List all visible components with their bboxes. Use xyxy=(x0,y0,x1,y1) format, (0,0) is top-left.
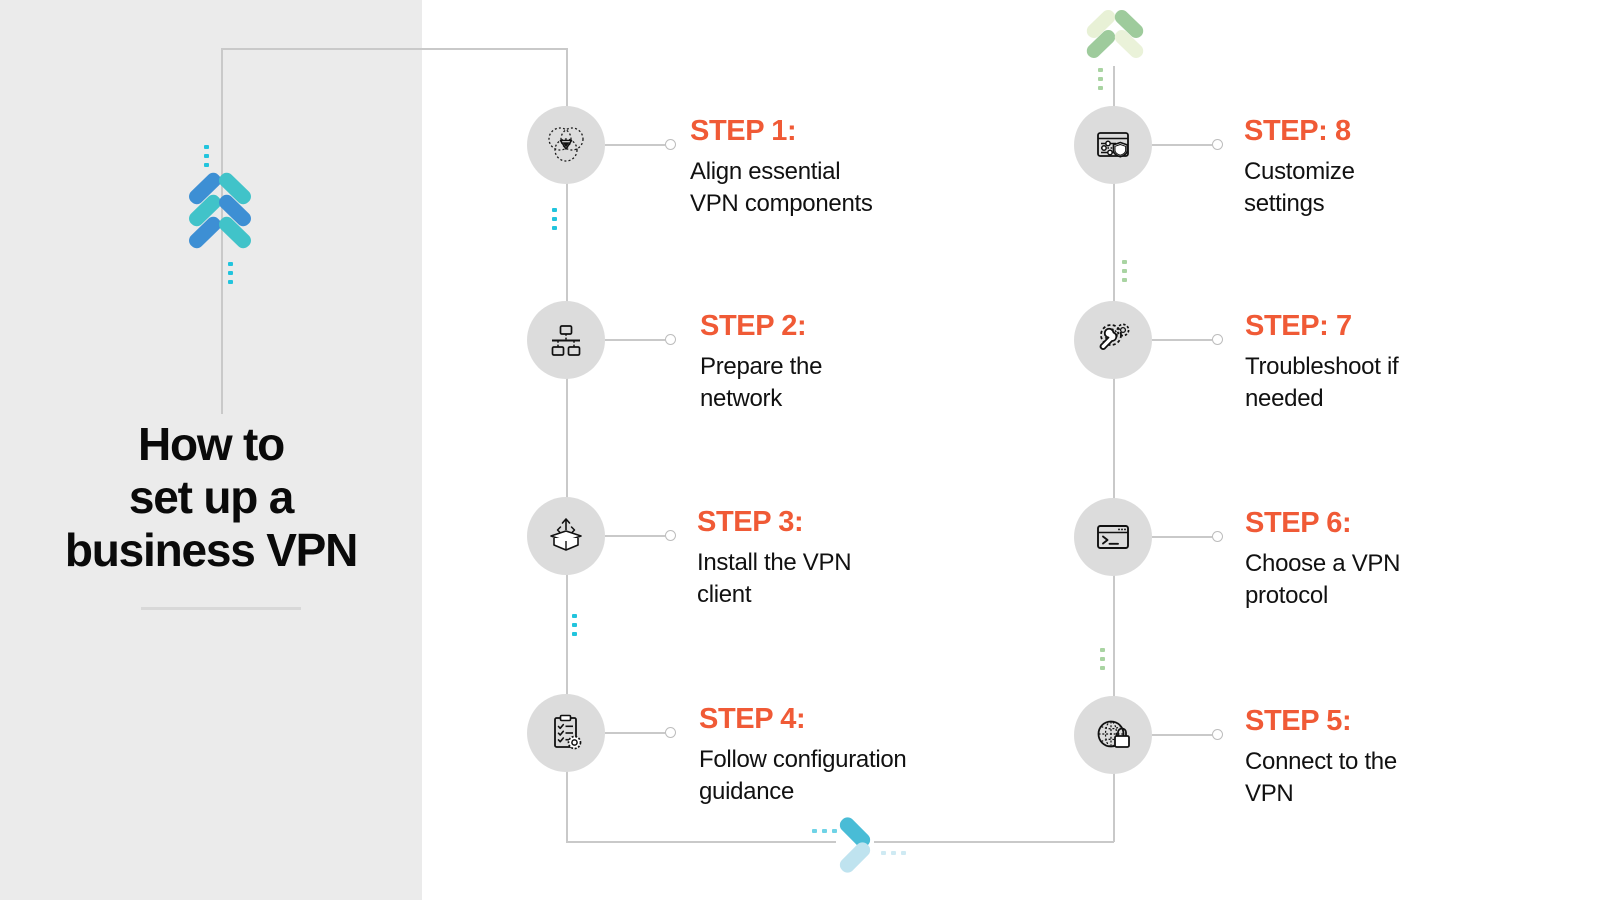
page-title-line-2: set up a xyxy=(128,471,294,523)
step-text-2: STEP 2: Prepare the network xyxy=(700,309,822,415)
spine-right-seg-3 xyxy=(1113,572,1115,704)
decorative-dots-right-col-top xyxy=(1098,68,1103,90)
spine-left-seg-4 xyxy=(566,570,568,707)
step-text-7: STEP: 7 Troubleshoot if needed xyxy=(1245,309,1399,415)
step-body-8: Customize settings xyxy=(1244,158,1355,217)
step-text-5: STEP 5: Connect to the VPN xyxy=(1245,704,1397,810)
spine-right-seg-top xyxy=(1113,66,1115,120)
step-text-4: STEP 4: Follow configuration guidance xyxy=(699,702,907,808)
leader-endpoint-4 xyxy=(665,727,676,738)
terminal-window-icon xyxy=(1074,498,1152,576)
decorative-dots-right-col-a xyxy=(1122,260,1127,282)
triple-chevron-up-logo xyxy=(186,169,254,252)
step-heading-4: STEP 4: xyxy=(699,703,806,735)
page-title-line-3: business VPN xyxy=(64,524,359,576)
decorative-dots-left-lower xyxy=(228,262,233,284)
step-text-1: STEP 1: Align essential VPN components xyxy=(690,114,873,220)
title-underline-divider xyxy=(141,607,301,610)
decorative-dots-left-upper xyxy=(204,145,209,167)
step-heading-5: STEP 5: xyxy=(1245,705,1352,737)
leader-endpoint-6 xyxy=(1212,531,1223,542)
leader-line-7 xyxy=(1152,339,1212,341)
page-title-line-1: How to xyxy=(137,418,285,470)
leader-line-6 xyxy=(1152,536,1212,538)
spine-left-seg-5 xyxy=(566,766,568,842)
network-topology-icon xyxy=(527,301,605,379)
left-title-panel xyxy=(0,0,422,900)
step-heading-8: STEP: 8 xyxy=(1244,115,1351,147)
decorative-dots-right-col-b xyxy=(1100,648,1105,670)
decorative-dots-left-col-a xyxy=(552,208,557,230)
double-chevron-up-logo-green xyxy=(1083,7,1147,66)
step-body-5: Connect to the VPN xyxy=(1245,748,1397,807)
page-title: How to set up a business VPN xyxy=(0,418,422,577)
spine-right-seg-2 xyxy=(1113,376,1115,508)
step-text-6: STEP 6: Choose a VPN protocol xyxy=(1245,506,1400,612)
leader-endpoint-5 xyxy=(1212,729,1223,740)
step-text-3: STEP 3: Install the VPN client xyxy=(697,505,852,611)
connector-bottom-left-run xyxy=(566,841,836,843)
step-body-2: Prepare the network xyxy=(700,353,823,412)
leader-endpoint-2 xyxy=(665,334,676,345)
clipboard-checklist-gear-icon xyxy=(527,694,605,772)
leader-line-2 xyxy=(605,339,665,341)
leader-endpoint-7 xyxy=(1212,334,1223,345)
step-body-4: Follow configuration guidance xyxy=(699,746,907,805)
connector-top-horizontal xyxy=(221,48,568,50)
step-body-3: Install the VPN client xyxy=(697,549,852,608)
step-heading-6: STEP 6: xyxy=(1245,507,1352,539)
chevron-right-arrow xyxy=(833,814,877,876)
decorative-dots-bottom-right xyxy=(881,851,906,855)
spine-left-seg-2 xyxy=(566,178,568,315)
step-body-7: Troubleshoot if needed xyxy=(1245,353,1399,412)
open-box-code-icon xyxy=(527,497,605,575)
step-body-1: Align essential VPN components xyxy=(690,158,873,217)
connector-bottom-right-run xyxy=(874,841,1114,843)
connector-step1-down xyxy=(566,48,568,120)
spine-right-seg-4 xyxy=(1113,768,1115,842)
leader-line-5 xyxy=(1152,734,1212,736)
step-body-6: Choose a VPN protocol xyxy=(1245,550,1401,609)
step-heading-3: STEP 3: xyxy=(697,506,804,538)
step-heading-2: STEP 2: xyxy=(700,310,807,342)
leader-line-3 xyxy=(605,535,665,537)
leader-endpoint-1 xyxy=(665,139,676,150)
leader-line-4 xyxy=(605,732,665,734)
spine-left-seg-3 xyxy=(566,374,568,511)
leader-endpoint-3 xyxy=(665,530,676,541)
leader-line-1 xyxy=(605,144,665,146)
leader-endpoint-8 xyxy=(1212,139,1223,150)
wrench-gears-icon xyxy=(1074,301,1152,379)
step-heading-7: STEP: 7 xyxy=(1245,310,1352,342)
step-text-8: STEP: 8 Customize settings xyxy=(1244,114,1355,220)
venn-diagram-icon xyxy=(527,106,605,184)
decorative-dots-bottom-left xyxy=(812,829,837,833)
leader-line-8 xyxy=(1152,144,1212,146)
step-heading-1: STEP 1: xyxy=(690,115,797,147)
decorative-dots-left-col-b xyxy=(572,614,577,636)
settings-sliders-shield-icon xyxy=(1074,106,1152,184)
globe-lock-icon xyxy=(1074,696,1152,774)
spine-right-seg-1 xyxy=(1113,180,1115,312)
